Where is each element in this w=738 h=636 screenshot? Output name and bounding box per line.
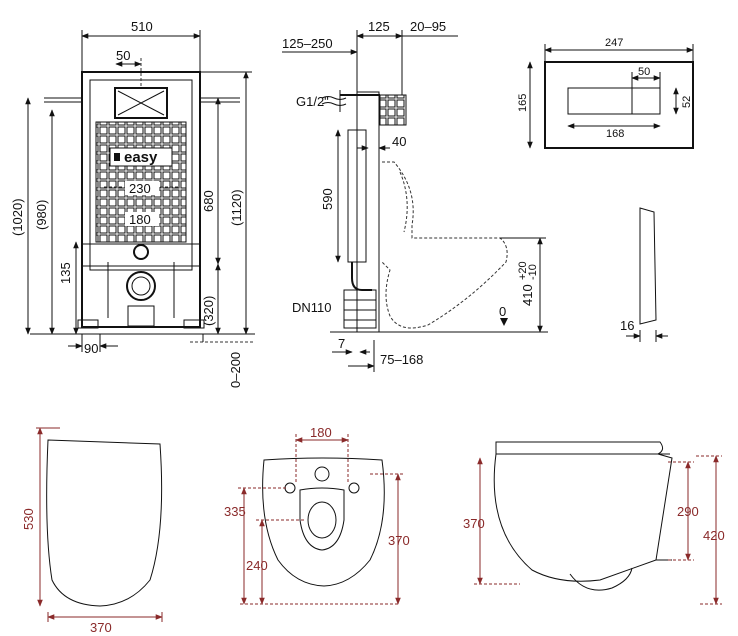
dim-frame-width: 510 [131, 19, 153, 34]
flush-opening [114, 87, 168, 119]
dim-button-168: 168 [606, 128, 624, 140]
dim-side-40: 40 [392, 134, 406, 149]
dim-height-980: (980) [34, 200, 49, 230]
dim-bowl-width: 370 [90, 620, 112, 635]
flush-plate [544, 61, 694, 149]
dim-height-1020: (1020) [10, 198, 25, 236]
flush-button-large [567, 87, 633, 115]
outlet-pipe [343, 289, 377, 329]
dim-side-75-168: 75–168 [380, 352, 423, 367]
bowl-side-outline [493, 453, 673, 582]
bowl-top-outline [46, 439, 163, 607]
drain-outlet [126, 271, 156, 301]
dim-bowl-240: 240 [246, 558, 268, 573]
bowl-top-view: 530 370 [21, 427, 163, 635]
dim-adjust-0-200: 0–200 [228, 352, 243, 388]
dim-bowl-side-420: 420 [703, 528, 725, 543]
dim-depth-20-95: 20–95 [410, 19, 446, 34]
inlet-thread-label: G1/2" [296, 94, 329, 109]
flush-button-small [631, 87, 661, 115]
dim-seat-tol-plus: +20 [517, 261, 529, 280]
dim-side-7: 7 [338, 336, 345, 351]
dim-bowl-length: 530 [21, 508, 36, 530]
flush-plate-profile [639, 207, 657, 325]
frame-front-view: easy 230 180 510 50 (10 [10, 19, 255, 388]
outlet-diameter-label: DN110 [292, 300, 332, 315]
floor-zero-label: 0 [499, 304, 506, 319]
bowl-back-view: 180 335 240 370 [224, 425, 410, 605]
frame-outline [81, 71, 201, 328]
dim-plate-thickness: 16 [620, 318, 634, 333]
dim-height-680: 680 [201, 190, 216, 212]
water-inlet-connector [133, 244, 149, 260]
bolt-spacing-230: 230 [129, 181, 151, 196]
flush-plate-view: 247 165 50 52 168 16 [517, 37, 694, 342]
frame-side-view: 0 125 20–95 125–250 G1/2" 40 590 DN110 7… [282, 19, 548, 372]
dim-top-offset: 50 [116, 48, 130, 63]
dim-seat-height: 410 [520, 284, 535, 306]
dim-plate-height: 165 [517, 94, 529, 112]
dim-height-1120: (1120) [229, 189, 244, 226]
dim-bowl-side-290: 290 [677, 504, 699, 519]
dim-depth-125-250: 125–250 [282, 36, 333, 51]
dim-height-135: 135 [58, 262, 73, 284]
dim-bowl-370: 370 [388, 533, 410, 548]
dim-button-50: 50 [638, 66, 650, 78]
dim-height-320: (320) [201, 296, 216, 326]
bowl-back-outline [262, 457, 385, 587]
dim-plate-width: 247 [605, 37, 623, 49]
bolt-spacing-180: 180 [129, 212, 151, 227]
bowl-seat-lid [495, 441, 664, 455]
bowl-side-view: 370 290 420 [463, 441, 725, 605]
bowl-outline-dashed [381, 161, 508, 329]
dim-button-52: 52 [681, 96, 693, 108]
dim-height-590: 590 [320, 188, 335, 210]
dim-bowl-bolt-spacing: 180 [310, 425, 332, 440]
dim-seat-tol-minus: -10 [527, 264, 539, 280]
dim-depth-125: 125 [368, 19, 390, 34]
dim-bowl-335: 335 [224, 504, 246, 519]
brand-label: easy [124, 149, 158, 166]
dim-bowl-side-370: 370 [463, 516, 485, 531]
dim-bottom-90: 90 [84, 341, 98, 356]
